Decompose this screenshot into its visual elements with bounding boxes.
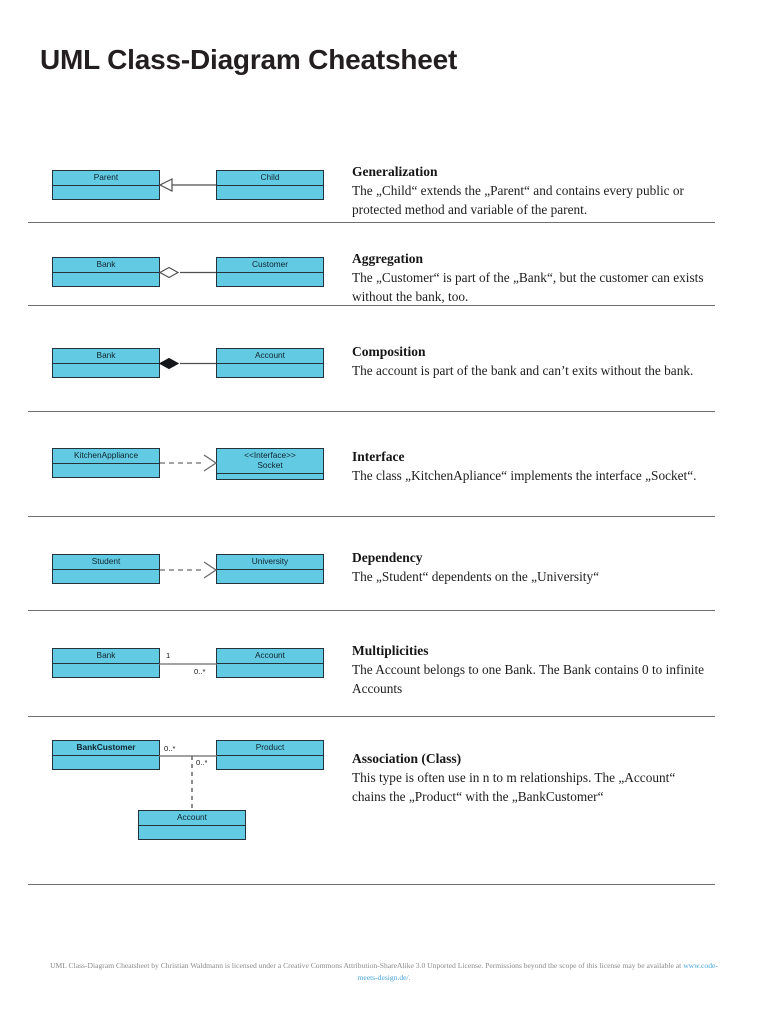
uml-class-name: Bank xyxy=(53,349,159,365)
uml-class-bankcustomer[interactable]: BankCustomer xyxy=(52,740,160,770)
uml-class-bank[interactable]: Bank xyxy=(52,648,160,678)
uml-class-name: Customer xyxy=(217,258,323,274)
uml-class-body xyxy=(217,756,323,769)
description-title: Composition xyxy=(352,344,426,359)
uml-class-name: Account xyxy=(217,649,323,665)
uml-class-name: Account xyxy=(217,349,323,365)
uml-class-product[interactable]: Product xyxy=(216,740,324,770)
uml-class-name: University xyxy=(217,555,323,571)
uml-class-body xyxy=(53,756,159,769)
description-title: Multiplicities xyxy=(352,643,429,658)
section-divider xyxy=(28,716,715,717)
uml-interface-name: <<Interface>> Socket xyxy=(217,449,323,474)
uml-class-body xyxy=(53,570,159,583)
uml-class-name: Account xyxy=(139,811,245,827)
uml-class-name: KitchenAppliance xyxy=(53,449,159,465)
description-multiplicities: Multiplicities The Account belongs to on… xyxy=(352,642,712,698)
description-title: Dependency xyxy=(352,550,423,565)
uml-class-name: Product xyxy=(217,741,323,757)
description-composition: Composition The account is part of the b… xyxy=(352,343,712,381)
uml-class-body xyxy=(53,464,159,477)
uml-class-bank[interactable]: Bank xyxy=(52,257,160,287)
uml-class-body xyxy=(217,570,323,583)
uml-class-customer[interactable]: Customer xyxy=(216,257,324,287)
uml-association-class-account[interactable]: Account xyxy=(138,810,246,840)
description-body: The „Customer“ is part of the „Bank“, bu… xyxy=(352,270,704,304)
description-title: Interface xyxy=(352,449,405,464)
uml-class-body xyxy=(53,186,159,199)
uml-class-name: Student xyxy=(53,555,159,571)
footer-license: UML Class-Diagram Cheatsheet by Christia… xyxy=(40,960,728,983)
uml-class-body xyxy=(217,664,323,677)
description-body: The account is part of the bank and can’… xyxy=(352,363,694,378)
uml-class-university[interactable]: University xyxy=(216,554,324,584)
multiplicity-label-right: 0..* xyxy=(196,758,208,767)
section-divider xyxy=(28,610,715,611)
description-body: The „Student“ dependents on the „Univers… xyxy=(352,569,600,584)
uml-class-kitchenappliance[interactable]: KitchenAppliance xyxy=(52,448,160,478)
multiplicity-label-left: 0..* xyxy=(164,744,176,753)
footer-text-before: UML Class-Diagram Cheatsheet by Christia… xyxy=(50,961,684,970)
uml-class-body xyxy=(217,473,323,479)
connector-generalization xyxy=(158,178,216,192)
uml-class-body xyxy=(217,364,323,377)
description-interface: Interface The class „KitchenApliance“ im… xyxy=(352,448,712,486)
uml-class-body xyxy=(139,826,245,839)
uml-class-body xyxy=(53,364,159,377)
uml-class-name: Parent xyxy=(53,171,159,187)
uml-class-parent[interactable]: Parent xyxy=(52,170,160,200)
description-body: The Account belongs to one Bank. The Ban… xyxy=(352,662,705,696)
connector-interface-realization xyxy=(160,454,218,472)
section-divider xyxy=(28,305,715,306)
uml-class-body xyxy=(217,186,323,199)
page-title: UML Class-Diagram Cheatsheet xyxy=(40,44,458,75)
connector-association-class xyxy=(159,755,217,810)
uml-class-name: BankCustomer xyxy=(53,741,159,757)
uml-class-name: Child xyxy=(217,171,323,187)
connector-composition xyxy=(158,357,216,370)
footer-text-after: . xyxy=(408,972,411,982)
description-generalization: Generalization The „Child“ extends the „… xyxy=(352,163,712,219)
uml-class-body xyxy=(53,664,159,677)
connector-dependency xyxy=(160,561,218,579)
description-title: Generalization xyxy=(352,164,438,179)
uml-class-bank[interactable]: Bank xyxy=(52,348,160,378)
uml-class-name: Bank xyxy=(53,649,159,665)
uml-class-body xyxy=(217,273,323,286)
description-title: Association (Class) xyxy=(352,751,462,766)
section-divider xyxy=(28,222,715,223)
description-dependency: Dependency The „Student“ dependents on t… xyxy=(352,549,712,587)
description-aggregation: Aggregation The „Customer“ is part of th… xyxy=(352,250,712,306)
uml-class-account[interactable]: Account xyxy=(216,348,324,378)
multiplicity-label-left: 1 xyxy=(166,651,171,660)
description-body: The class „KitchenApliance“ implements t… xyxy=(352,468,697,483)
uml-class-account[interactable]: Account xyxy=(216,648,324,678)
section-divider xyxy=(28,516,715,517)
description-body: The „Child“ extends the „Parent“ and con… xyxy=(352,183,684,217)
description-association-class: Association (Class) This type is often u… xyxy=(352,750,712,806)
multiplicity-label-right: 0..* xyxy=(194,667,206,676)
footer-divider xyxy=(28,884,715,885)
connector-aggregation xyxy=(158,266,216,279)
uml-class-student[interactable]: Student xyxy=(52,554,160,584)
uml-class-name: Bank xyxy=(53,258,159,274)
description-body: This type is often use in n to m relatio… xyxy=(352,770,676,804)
description-title: Aggregation xyxy=(352,251,423,266)
uml-interface-socket[interactable]: <<Interface>> Socket xyxy=(216,448,324,480)
uml-class-body xyxy=(53,273,159,286)
footer-license-link[interactable]: www.code-meets-design.de/ xyxy=(357,961,718,982)
section-divider xyxy=(28,411,715,412)
connector-multiplicities xyxy=(159,663,217,665)
uml-class-child[interactable]: Child xyxy=(216,170,324,200)
